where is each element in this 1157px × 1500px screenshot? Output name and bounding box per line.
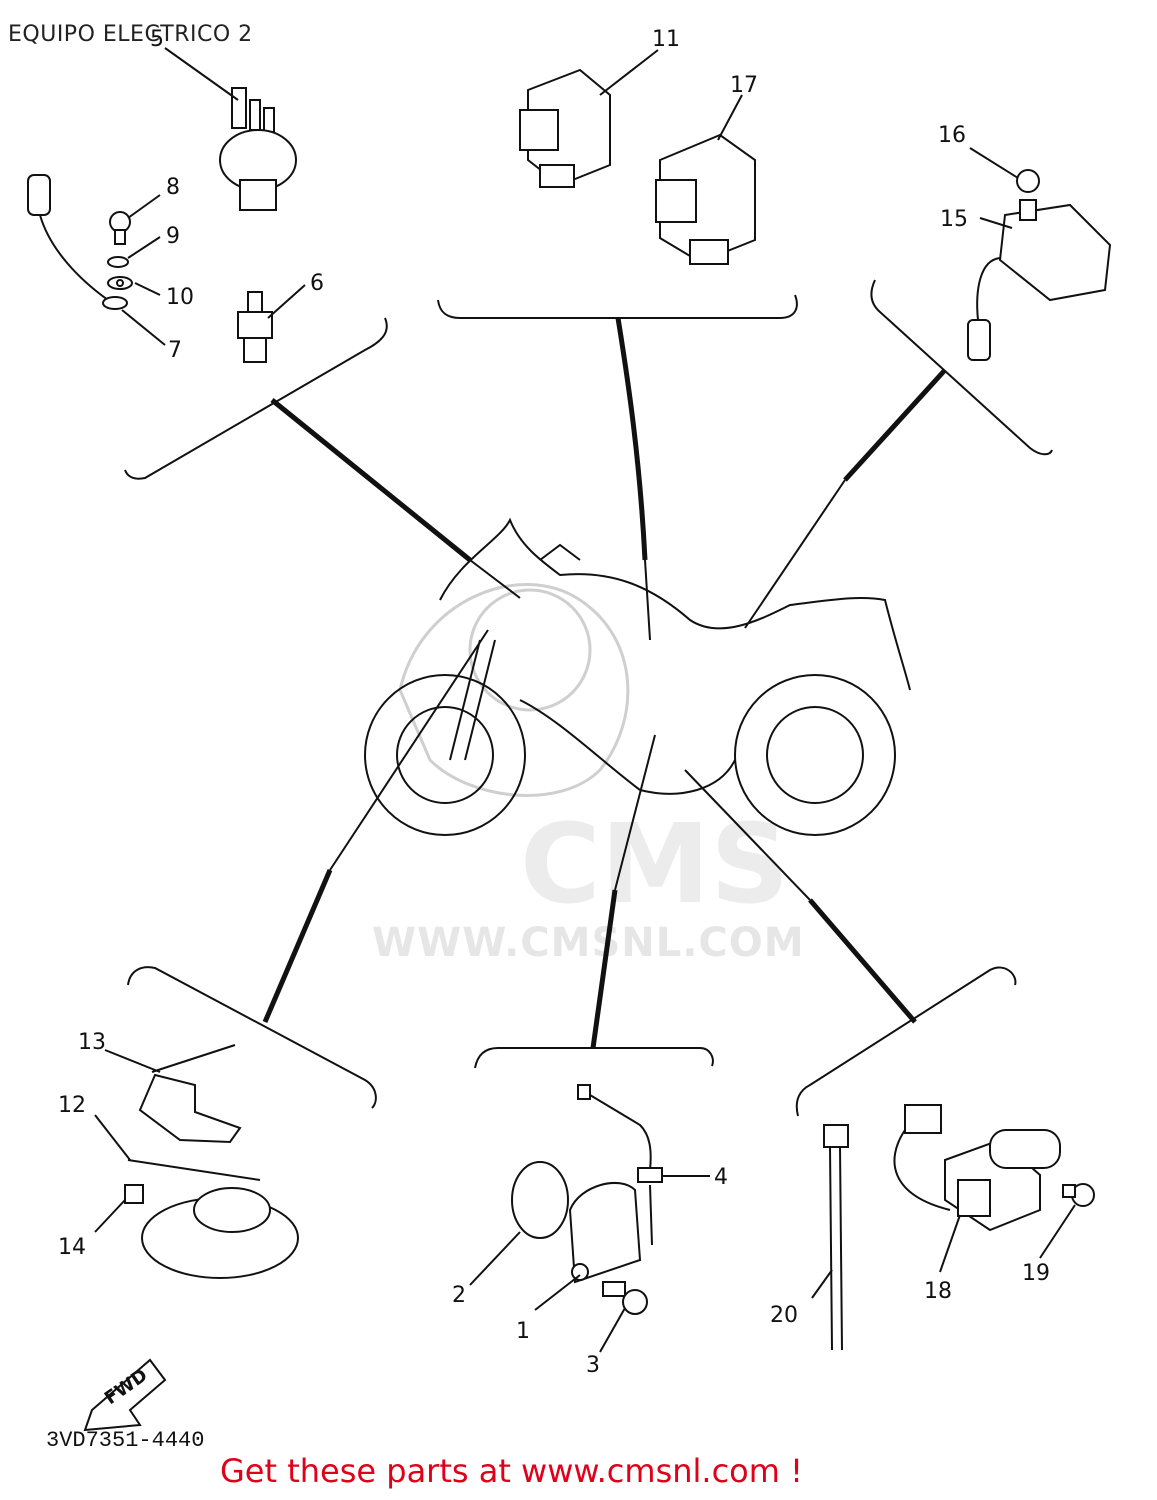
part-17-relay	[655, 133, 756, 265]
part-9-washer	[107, 256, 129, 268]
watermark-logo: CMS	[520, 800, 790, 928]
horn	[141, 1187, 299, 1279]
callout-9: 9	[166, 224, 180, 249]
part-7-sensor-wire	[27, 174, 128, 310]
part-10-washer	[107, 276, 133, 290]
callout-20: 20	[770, 1303, 798, 1328]
callout-6: 6	[310, 271, 324, 296]
part-5-switch	[219, 87, 297, 211]
callout-13: 13	[78, 1030, 106, 1055]
watermark-url: WWW.CMSNL.COM	[372, 920, 805, 966]
page-title: EQUIPO ELECTRICO 2	[8, 22, 253, 47]
watermark-rider-icon	[398, 583, 630, 797]
callout-15: 15	[940, 207, 968, 232]
part-16-cap	[1016, 169, 1040, 193]
group-bracket-upper-right	[744, 279, 1053, 629]
callout-14: 14	[58, 1235, 86, 1260]
part-6-switch	[237, 291, 273, 363]
part-15-starter-relay	[967, 199, 1112, 361]
motorcycle-outline	[364, 517, 911, 836]
part-18-relay	[893, 1104, 1061, 1232]
callout-17: 17	[730, 73, 758, 98]
group-bracket-lower-left	[127, 629, 489, 1109]
group-bracket-lower-middle	[474, 734, 714, 1069]
callout-8: 8	[166, 175, 180, 200]
part-13-bracket	[138, 1044, 242, 1144]
group-bracket-upper-left	[124, 317, 521, 599]
callout-7: 7	[168, 338, 182, 363]
part-3-bolt	[602, 1281, 648, 1315]
callout-5: 5	[150, 27, 164, 52]
drawing-code: 3VD7351-4440	[46, 1428, 205, 1453]
fwd-arrow-icon: FWD	[83, 1358, 167, 1432]
part-19-screw	[1062, 1183, 1095, 1207]
part-2-cover	[511, 1161, 569, 1239]
part-4-cable	[577, 1084, 663, 1246]
leader-lines	[94, 47, 1076, 1353]
promo-link[interactable]: Get these parts at www.cmsnl.com !	[220, 1452, 803, 1490]
part-11-relay	[519, 68, 611, 188]
part-1-sensor	[568, 1181, 642, 1284]
part-12-plate	[127, 1159, 261, 1181]
callout-4: 4	[714, 1165, 728, 1190]
part-8-screw	[109, 211, 131, 245]
callout-3: 3	[586, 1353, 600, 1378]
callout-12: 12	[58, 1093, 86, 1118]
callout-10: 10	[166, 285, 194, 310]
callout-19: 19	[1022, 1261, 1050, 1286]
callout-2: 2	[452, 1283, 466, 1308]
callout-11: 11	[652, 27, 680, 52]
callout-1: 1	[516, 1319, 530, 1344]
callout-18: 18	[924, 1279, 952, 1304]
part-14-bolt	[124, 1184, 144, 1204]
group-bracket-upper-middle	[437, 294, 798, 641]
part-20-cable-tie	[823, 1124, 849, 1351]
group-bracket-lower-right	[684, 769, 1017, 1117]
callout-numbers: 5 11 17 16 15 8 9 10 7 6 13 12 14 4 2 1 …	[58, 27, 1050, 1378]
callout-16: 16	[938, 123, 966, 148]
